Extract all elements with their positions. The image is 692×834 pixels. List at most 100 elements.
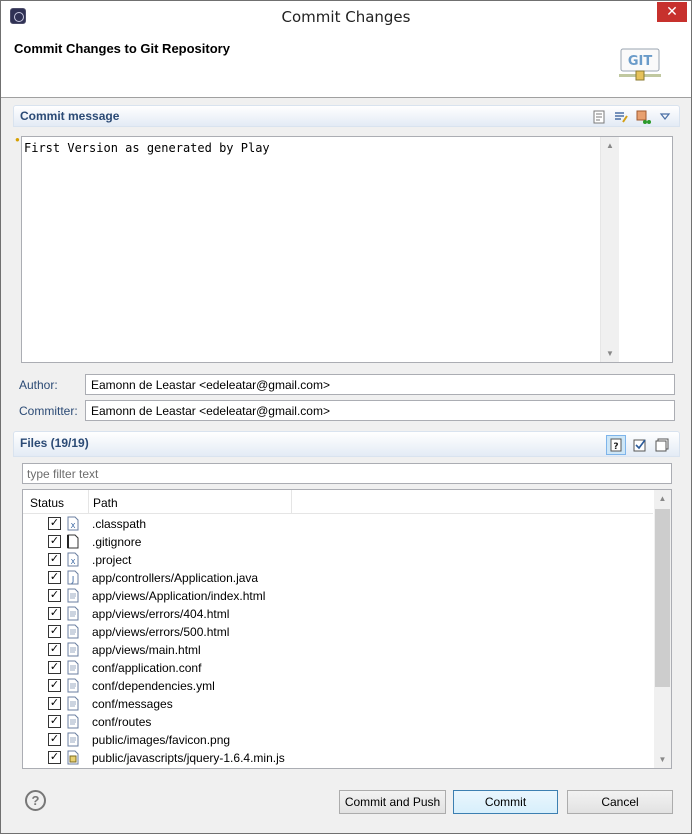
java-file-icon: J [67, 570, 79, 585]
files-table: Status Path ✓ X .classpath ✓ .gitignore ✓ X .pr… [22, 489, 672, 769]
commit-message-title: Commit message [20, 109, 120, 123]
svg-text:X: X [71, 522, 76, 530]
file-checkbox[interactable]: ✓ [48, 697, 61, 710]
file-checkbox[interactable]: ✓ [48, 751, 61, 764]
title-bar[interactable]: Commit Changes ✕ [1, 1, 691, 32]
table-row[interactable]: ✓ app/views/errors/500.html [23, 623, 653, 641]
message-scrollbar[interactable]: ▲ ▼ [600, 137, 619, 362]
column-divider[interactable] [88, 490, 89, 514]
file-checkbox[interactable]: ✓ [48, 679, 61, 692]
xml-file-icon: X [67, 552, 79, 567]
table-row[interactable]: ✓ public/images/favicon.png [23, 731, 653, 749]
file-checkbox[interactable]: ✓ [48, 661, 61, 674]
table-row[interactable]: ✓ app/views/errors/404.html [23, 605, 653, 623]
cancel-button[interactable]: Cancel [567, 790, 673, 814]
column-path[interactable]: Path [93, 496, 118, 510]
file-icon [67, 660, 79, 675]
add-signed-off-icon[interactable] [635, 109, 651, 125]
file-icon [67, 642, 79, 657]
file-checkbox[interactable]: ✓ [48, 715, 61, 728]
file-path: app/controllers/Application.java [92, 571, 259, 585]
file-path: .project [92, 553, 132, 567]
files-header: Files (19/19) ? [13, 431, 680, 457]
menu-chevron-icon[interactable] [657, 109, 673, 125]
text-file-icon [67, 534, 79, 549]
table-row[interactable]: ✓ .gitignore [23, 533, 653, 551]
close-button[interactable]: ✕ [657, 2, 687, 22]
commit-and-push-button[interactable]: Commit and Push [339, 790, 446, 814]
header-title: Commit Changes to Git Repository [14, 41, 230, 56]
previous-messages-icon[interactable] [591, 109, 607, 125]
file-path: public/javascripts/jquery-1.6.4.min.js [92, 751, 285, 765]
logo-text: GIT [628, 54, 653, 69]
commit-message-text[interactable]: First Version as generated by Play [24, 141, 270, 155]
file-filter-input[interactable]: type filter text [22, 463, 672, 484]
table-row[interactable]: ✓conf/application.conf [23, 659, 653, 677]
file-path: public/images/favicon.png [92, 733, 231, 747]
scroll-up-icon[interactable]: ▲ [606, 141, 614, 150]
file-checkbox[interactable]: ✓ [48, 553, 61, 566]
xml-file-icon: X [67, 516, 79, 531]
file-path: .classpath [92, 517, 147, 531]
svg-text:J: J [71, 575, 74, 584]
file-path: conf/dependencies.yml [92, 679, 215, 693]
file-icon [67, 678, 79, 693]
file-path: .gitignore [92, 535, 142, 549]
help-icon[interactable]: ? [25, 790, 46, 811]
table-row[interactable]: ✓ conf/routes [23, 713, 653, 731]
file-icon [67, 696, 79, 711]
commit-message-header: Commit message [13, 105, 680, 127]
window-title: Commit Changes [281, 8, 411, 26]
committer-label: Committer: [19, 404, 78, 418]
file-icon [67, 624, 79, 639]
table-row[interactable]: ✓ X .classpath [23, 515, 653, 533]
svg-text:X: X [71, 558, 76, 566]
scrollbar-thumb[interactable] [655, 509, 670, 687]
content-assist-bulb-icon: ● [15, 135, 20, 144]
file-icon [67, 732, 79, 747]
table-row[interactable]: ✓app/views/main.html [23, 641, 653, 659]
table-row[interactable]: ✓ public/javascripts/jquery-1.6.4.min.js [23, 749, 653, 767]
file-path: conf/messages [92, 697, 173, 711]
file-checkbox[interactable]: ✓ [48, 607, 61, 620]
show-untracked-icon[interactable]: ? [606, 435, 626, 455]
table-row[interactable]: ✓ X .project [23, 551, 653, 569]
table-scrollbar[interactable]: ▲ ▼ [654, 490, 671, 768]
file-icon [67, 714, 79, 729]
git-logo-icon: GIT [619, 48, 661, 81]
file-checkbox[interactable]: ✓ [48, 571, 61, 584]
eclipse-app-icon [10, 8, 26, 24]
file-path: app/views/errors/500.html [92, 625, 230, 639]
table-row[interactable]: ✓ conf/dependencies.yml [23, 677, 653, 695]
table-header: Status Path [23, 490, 653, 514]
file-path: app/views/errors/404.html [92, 607, 230, 621]
js-file-icon [67, 750, 79, 765]
file-icon [67, 606, 79, 621]
file-path: app/views/Application/index.html [92, 589, 266, 603]
deselect-all-icon[interactable] [654, 437, 670, 453]
table-row[interactable]: ✓ conf/messages [23, 695, 653, 713]
committer-field[interactable]: Eamonn de Leastar <edeleatar@gmail.com> [85, 400, 675, 421]
file-checkbox[interactable]: ✓ [48, 589, 61, 602]
spell-check-icon[interactable] [613, 109, 629, 125]
files-title: Files (19/19) [20, 436, 89, 450]
commit-button[interactable]: Commit [453, 790, 558, 814]
column-divider[interactable] [291, 490, 292, 514]
table-row[interactable]: ✓ app/views/Application/index.html [23, 587, 653, 605]
file-path: conf/routes [92, 715, 152, 729]
file-checkbox[interactable]: ✓ [48, 535, 61, 548]
scroll-down-icon[interactable]: ▼ [606, 349, 614, 358]
scroll-up-icon[interactable]: ▲ [658, 494, 667, 503]
file-checkbox[interactable]: ✓ [48, 733, 61, 746]
scroll-down-icon[interactable]: ▼ [658, 755, 667, 764]
column-status[interactable]: Status [30, 496, 65, 510]
author-field[interactable]: Eamonn de Leastar <edeleatar@gmail.com> [85, 374, 675, 395]
file-checkbox[interactable]: ✓ [48, 517, 61, 530]
file-checkbox[interactable]: ✓ [48, 643, 61, 656]
commit-message-input[interactable]: First Version as generated by Play ▲ ▼ [21, 136, 673, 363]
file-checkbox[interactable]: ✓ [48, 625, 61, 638]
select-all-icon[interactable] [632, 437, 648, 453]
